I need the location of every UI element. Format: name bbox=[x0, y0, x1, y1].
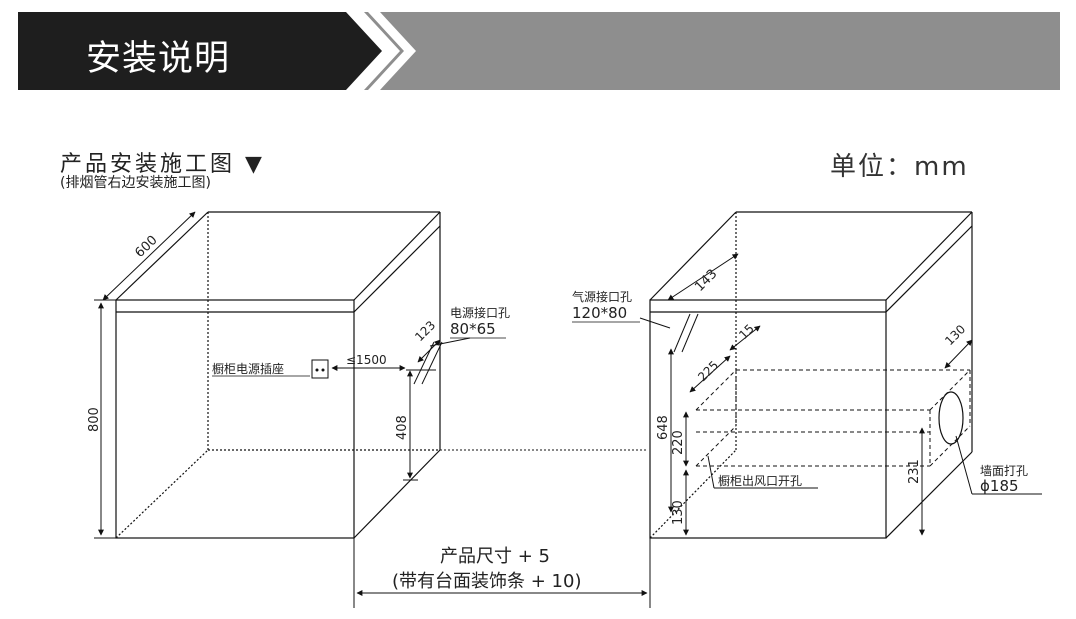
unit-label: 单位：mm bbox=[830, 152, 969, 182]
wall-hole-size: ϕ185 bbox=[980, 477, 1019, 495]
left-dimension-lines bbox=[94, 211, 441, 539]
power-hole-size: 80*65 bbox=[450, 320, 496, 338]
dim-408: 408 bbox=[395, 415, 410, 440]
dim-231: 231 bbox=[907, 459, 922, 484]
dim-648: 648 bbox=[656, 415, 671, 440]
dim-143: 143 bbox=[692, 267, 720, 295]
wall-hole bbox=[938, 391, 964, 445]
wall-hole-label: 墙面打孔 bbox=[980, 464, 1028, 478]
gas-hole-label: 气源接口孔 bbox=[572, 289, 632, 304]
dim-123: 123 bbox=[412, 318, 438, 344]
floor-lines bbox=[353, 449, 651, 608]
page-title: 安装说明 bbox=[86, 39, 231, 79]
chevron-icon bbox=[346, 12, 400, 90]
dim-130-top: 130 bbox=[942, 322, 968, 348]
header-banner bbox=[18, 12, 1060, 90]
socket-icon bbox=[311, 359, 329, 379]
diagram-title: 产品安装施工图 ▼ bbox=[60, 152, 265, 177]
socket-label: 橱柜电源插座 bbox=[212, 361, 284, 376]
gap-size-line2: (带有台面装饰条 + 10) bbox=[392, 571, 581, 592]
power-hole bbox=[406, 337, 471, 385]
dim-15: 15 bbox=[736, 321, 757, 342]
vent-label: 橱柜出风口开孔 bbox=[718, 474, 802, 488]
gap-size-line1: 产品尺寸 + 5 bbox=[440, 546, 550, 567]
dim-220: 220 bbox=[671, 430, 686, 455]
gas-hole-size: 120*80 bbox=[572, 304, 627, 322]
diagram-subtitle: (排烟管右边安装施工图) bbox=[60, 175, 211, 191]
exhaust-duct bbox=[695, 369, 971, 467]
power-hole-label: 电源接口孔 bbox=[450, 305, 510, 320]
dim-130-bottom: 130 bbox=[671, 500, 686, 525]
dim-1500: ≤1500 bbox=[346, 353, 387, 367]
dim-600: 600 bbox=[132, 233, 160, 261]
dim-800: 800 bbox=[87, 407, 102, 432]
right-dimension-lines bbox=[667, 253, 1042, 536]
gas-hole bbox=[639, 313, 699, 353]
dim-225: 225 bbox=[695, 358, 721, 384]
